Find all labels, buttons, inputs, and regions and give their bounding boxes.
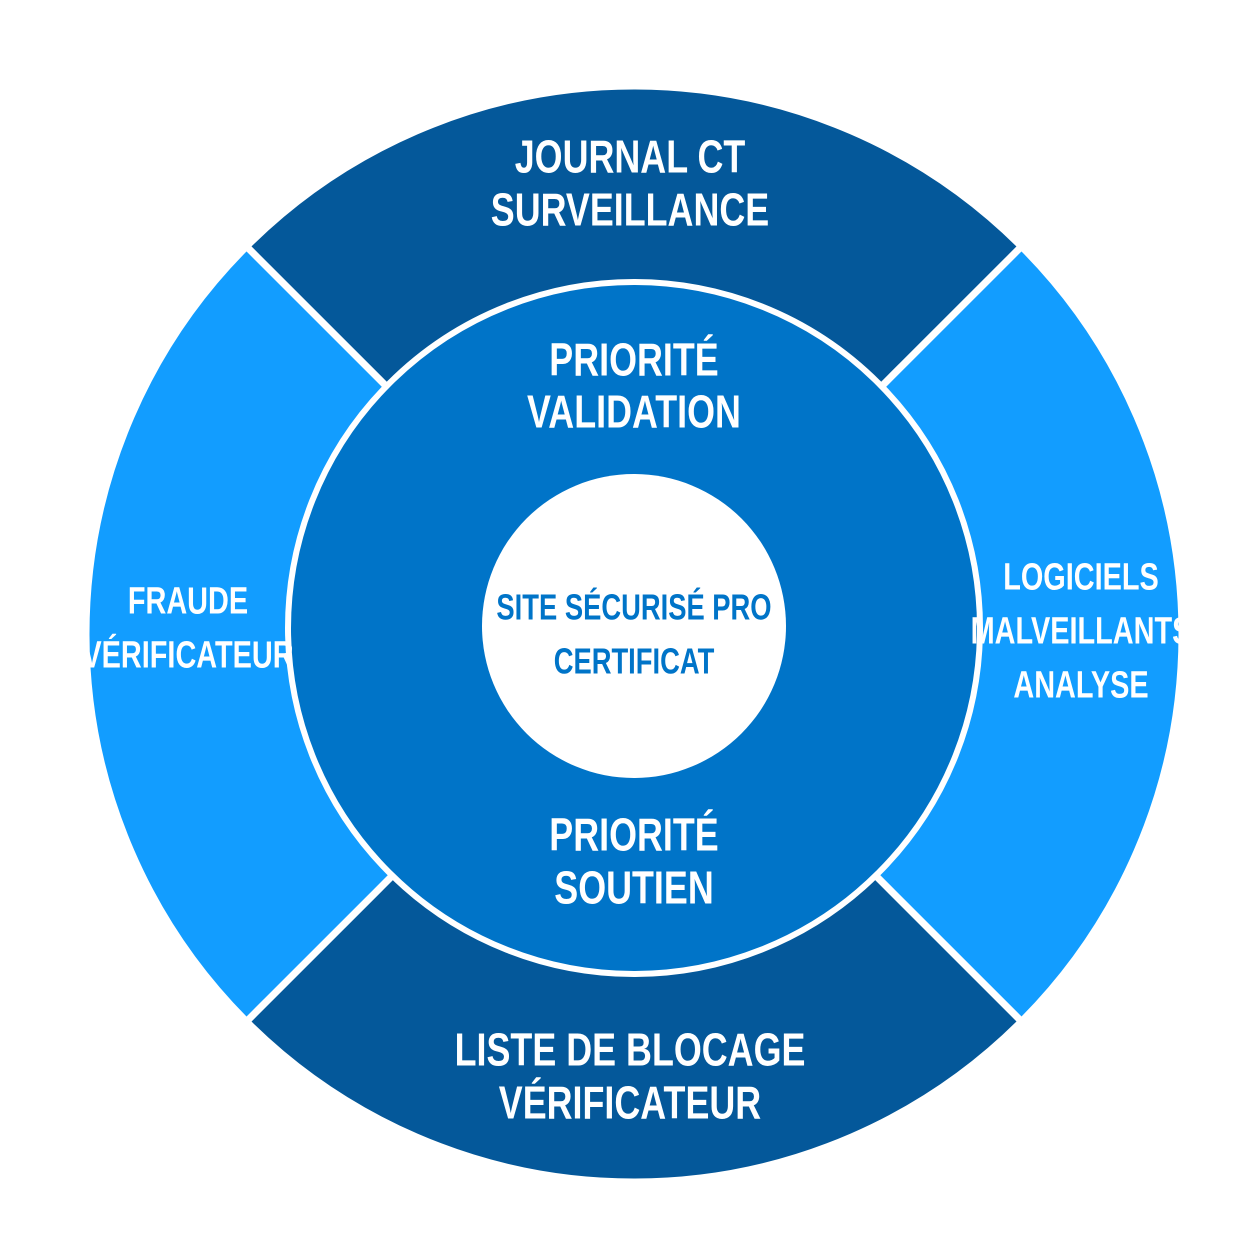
label-line: ANALYSE [1013, 664, 1148, 707]
label-line: SURVEILLANCE [491, 184, 769, 235]
label-line: CERTIFICAT [554, 641, 715, 682]
label-line: JOURNAL CT [515, 131, 746, 182]
outer-left-label: FRAUDE VÉRIFICATEUR [82, 580, 293, 677]
label-line: PRIORITÉ [549, 809, 718, 860]
label-line: VALIDATION [527, 386, 741, 437]
label-line: LISTE DE BLOCAGE [455, 1024, 806, 1075]
label-line: MALVEILLANTS [971, 610, 1192, 653]
label-line: SITE SÉCURISÉ PRO [496, 587, 771, 628]
outer-right-label: LOGICIELS MALVEILLANTS ANALYSE [971, 556, 1192, 707]
label-line: PRIORITÉ [549, 334, 718, 385]
label-line: VÉRIFICATEUR [499, 1077, 761, 1128]
center-circle [482, 474, 786, 778]
label-line: SOUTIEN [554, 862, 713, 913]
label-line: LOGICIELS [1003, 556, 1159, 599]
inner-top-label: PRIORITÉ VALIDATION [527, 334, 741, 437]
outer-top-label: JOURNAL CT SURVEILLANCE [491, 131, 769, 235]
center-label: SITE SÉCURISÉ PRO CERTIFICAT [496, 587, 771, 682]
inner-bottom-label: PRIORITÉ SOUTIEN [549, 809, 718, 913]
outer-bottom-label: LISTE DE BLOCAGE VÉRIFICATEUR [455, 1024, 806, 1128]
label-line: VÉRIFICATEUR [82, 634, 293, 677]
label-line: FRAUDE [128, 580, 248, 623]
